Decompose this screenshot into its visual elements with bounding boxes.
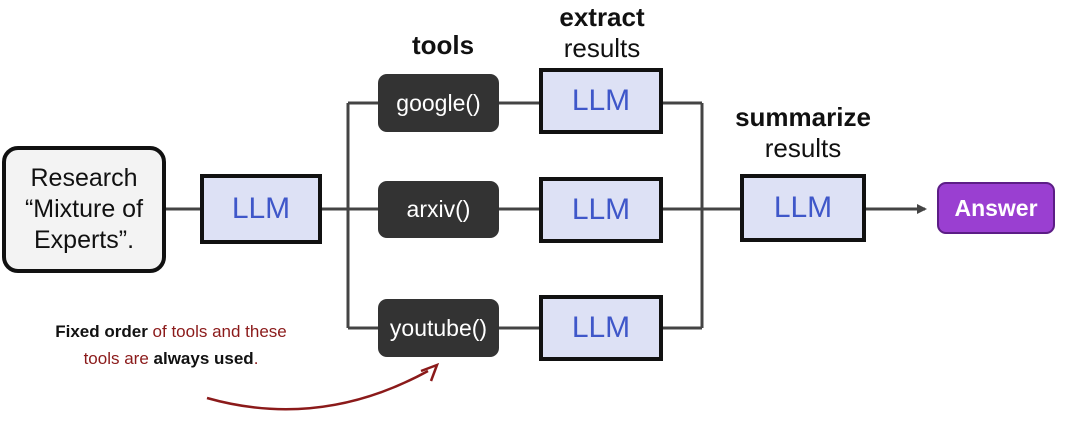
extract-llm-1: LLM (539, 68, 663, 134)
tool-youtube: youtube() (378, 299, 499, 357)
query-line-2: “Mixture of (24, 195, 144, 223)
extract-llm-1-label: LLM (571, 84, 631, 117)
answer-box: Answer (937, 182, 1055, 234)
note-arrowhead (420, 362, 440, 382)
summarize-llm-box: LLM (740, 174, 866, 242)
query-line-3: Experts”. (33, 226, 135, 254)
fixed-order-note: Fixed order of tools and these tools are… (20, 318, 322, 372)
extract-llm-3-label: LLM (571, 311, 631, 344)
tool-arxiv-label: arxiv() (406, 196, 471, 222)
note-text-3: . (253, 349, 259, 368)
summarize-heading-normal: results (764, 133, 842, 163)
extract-heading: extract results (540, 2, 664, 64)
query-line-1: Research (30, 164, 138, 192)
tool-arxiv: arxiv() (378, 181, 499, 238)
note-curve-arrow (206, 369, 429, 411)
note-bold-2: always used (153, 349, 254, 368)
note-text-2: tools are (83, 349, 154, 368)
router-llm-label: LLM (231, 192, 291, 225)
extract-llm-2-label: LLM (571, 193, 631, 226)
note-bold-1: Fixed order (55, 322, 148, 341)
summarize-heading-bold: summarize (735, 102, 871, 132)
extract-llm-2: LLM (539, 177, 663, 243)
tools-heading: tools (411, 30, 475, 60)
note-line-2: tools are always used. (20, 345, 322, 372)
extract-llm-3: LLM (539, 295, 663, 361)
tool-google: google() (378, 74, 499, 132)
tool-youtube-label: youtube() (389, 314, 488, 341)
extract-heading-bold: extract (559, 2, 645, 32)
research-query-box: Research “Mixture of Experts”. (2, 146, 166, 273)
note-text-1: of tools and these (147, 322, 287, 341)
router-llm-box: LLM (200, 174, 322, 244)
answer-label: Answer (954, 194, 1038, 221)
summarize-heading: summarize results (735, 102, 871, 164)
note-line-1: Fixed order of tools and these (20, 318, 322, 345)
summarize-llm-label: LLM (773, 191, 833, 224)
tool-google-label: google() (396, 89, 481, 116)
extract-heading-normal: results (563, 33, 641, 63)
